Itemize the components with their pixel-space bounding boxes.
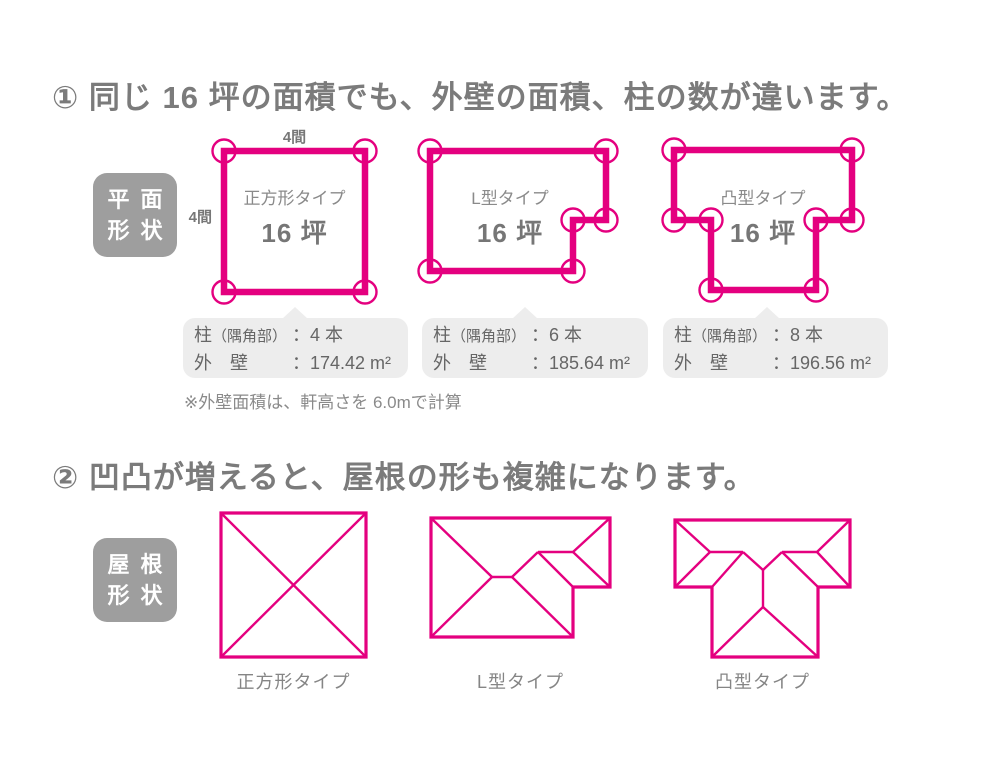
pillar-label: 柱（隅角部）: [674, 325, 768, 345]
plan-square-pillar-marker: [352, 138, 378, 164]
pillar-label: 柱（隅角部）: [194, 325, 288, 345]
plan-l-pillar-marker: [417, 138, 443, 164]
plan-t-pillar-marker: [698, 207, 724, 233]
roof-l-ridge-line: [572, 551, 611, 588]
wall-row: 外 壁 ：185.64 m²: [433, 350, 648, 376]
plan-t-pillar-marker: [839, 137, 865, 163]
plan-l-outline: [426, 147, 610, 275]
wall-row: 外 壁 ：174.42 m²: [194, 350, 408, 376]
plan-square-area: 16 坪: [261, 218, 328, 248]
roof-square-label: 正方形タイプ: [236, 672, 351, 692]
pillar-row: 柱（隅角部） ：6 本: [433, 322, 648, 350]
plan-shape-badge-line2: 形状: [107, 218, 174, 243]
wall-label: 外 壁: [433, 353, 487, 373]
roof-t-ridge-line: [674, 551, 711, 588]
wall-row: 外 壁 ：196.56 m²: [674, 350, 888, 376]
plan-t-pillar-marker: [698, 277, 724, 303]
dimension-label-top: 4間: [282, 129, 307, 146]
section2-heading: ② 凹凸が増えると、屋根の形も複雑になります。: [52, 460, 756, 495]
plan-shape-badge: 平面 形状: [93, 173, 177, 257]
roof-t-ridge-line: [762, 551, 783, 571]
roof-l-ridge-line: [430, 517, 493, 578]
pillar-row: 柱（隅角部） ：4 本: [194, 322, 408, 350]
wall-value: ：185.64 m²: [531, 353, 631, 373]
plan-l-name: L型タイプ: [471, 189, 549, 208]
plan-square-pillar-marker: [352, 279, 378, 305]
roof-t-ridge-line: [816, 519, 851, 553]
plan-t-pillar-marker: [803, 207, 829, 233]
plan-l-pillar-marker: [593, 207, 619, 233]
roof-t-label: 凸型タイプ: [715, 672, 810, 692]
plan-l-area: 16 坪: [476, 218, 544, 248]
roof-l-ridge-line: [511, 551, 539, 578]
wall-value: ：196.56 m²: [772, 353, 872, 373]
roof-square-ridge-line: [220, 512, 367, 658]
stats-pointer-square: [282, 307, 308, 319]
plan-square-pillar-marker: [211, 138, 237, 164]
plan-t-area: 16 坪: [729, 218, 797, 248]
plan-square-name: 正方形タイプ: [243, 189, 346, 208]
plan-l-pillar-marker: [560, 207, 586, 233]
roof-l-ridge-line: [430, 576, 493, 638]
roof-shape-badge-line2: 形状: [107, 583, 174, 608]
roof-t-ridge-line: [742, 551, 764, 571]
roof-t-outline: [673, 518, 852, 659]
wall-value: ：174.42 m²: [292, 353, 392, 373]
roof-square-outline: [219, 511, 368, 659]
roof-l-ridge-line: [537, 551, 574, 588]
wall-area-note: ※外壁面積は、軒高さを 6.0mで計算: [184, 393, 462, 412]
roof-t-ridge-line: [816, 551, 851, 588]
plan-square-outline: [220, 147, 369, 296]
plan-shape-badge-line1: 平面: [107, 187, 174, 212]
plan-l-pillar-marker: [560, 258, 586, 284]
roof-l-outline: [429, 516, 612, 639]
pillar-value: ：4 本: [292, 325, 344, 345]
plan-t-pillar-marker: [839, 207, 865, 233]
plan-t-pillar-marker: [661, 137, 687, 163]
pillar-value: ：6 本: [531, 325, 583, 345]
roof-t-ridge-line: [711, 551, 744, 588]
roof-t-ridge-line: [781, 551, 819, 588]
stats-box-square: 柱（隅角部） ：4 本 外 壁 ：174.42 m²: [183, 307, 408, 378]
plan-t-pillar-marker: [661, 207, 687, 233]
roof-t-ridge-line: [674, 519, 711, 553]
roof-t-ridge-line: [762, 606, 819, 658]
stats-pointer-l: [512, 307, 538, 319]
wall-label: 外 壁: [674, 353, 728, 373]
plan-l-pillar-marker: [593, 138, 619, 164]
roof-shape-badge-line1: 屋根: [107, 552, 174, 577]
plan-square-pillar-marker: [211, 279, 237, 305]
pillar-row: 柱（隅角部） ：8 本: [674, 322, 888, 350]
pillar-value: ：8 本: [772, 325, 824, 345]
wall-label: 外 壁: [194, 353, 248, 373]
roof-l-label: L型タイプ: [476, 672, 564, 692]
roof-t-ridge-line: [711, 606, 764, 658]
stats-box-t: 柱（隅角部） ：8 本 外 壁 ：196.56 m²: [663, 307, 888, 378]
plan-l-pillar-marker: [417, 258, 443, 284]
roof-l-ridge-line: [511, 576, 574, 638]
stats-box-l: 柱（隅角部） ：6 本 外 壁 ：185.64 m²: [422, 307, 648, 378]
dimension-label-left: 4間: [188, 209, 212, 226]
section1-heading: ① 同じ 16 坪の面積でも、外壁の面積、柱の数が違います。: [52, 80, 909, 115]
roof-l-ridge-line: [572, 517, 611, 553]
plan-t-name: 凸型タイプ: [720, 189, 806, 208]
roof-shape-badge: 屋根 形状: [93, 538, 177, 622]
pillar-label: 柱（隅角部）: [433, 325, 527, 345]
stats-pointer-t: [754, 307, 780, 319]
plan-t-pillar-marker: [803, 277, 829, 303]
